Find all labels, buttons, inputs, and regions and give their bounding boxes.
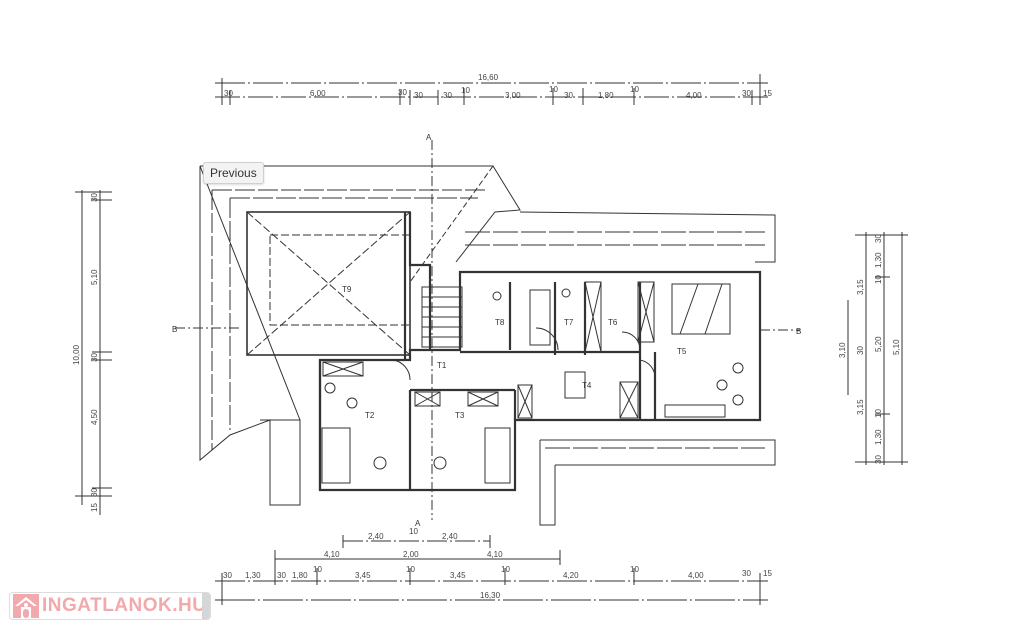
dim-label: 30 <box>742 89 751 98</box>
dim-label: 2,00 <box>403 550 419 559</box>
house-icon <box>13 594 39 618</box>
room-label-t8: T8 <box>495 318 505 327</box>
dim-total-right: 5,10 <box>892 339 901 355</box>
dim-label: 5,10 <box>90 269 99 285</box>
right-dimension-lines <box>847 232 908 465</box>
ingatlanok-logo-watermark: INGATLANOK.HU <box>9 592 211 620</box>
dim-label: 3,15 <box>856 279 865 295</box>
room-label-t6: T6 <box>608 318 618 327</box>
bottom-dimension-lines <box>215 535 768 605</box>
top-dimension-lines <box>215 74 768 105</box>
dim-label: 4,20 <box>563 571 579 580</box>
dim-label: 30 <box>443 91 452 100</box>
dim-label: 3,10 <box>838 342 847 358</box>
dim-label: 30 <box>224 89 233 98</box>
section-lines <box>175 140 800 520</box>
section-mark-a-top: A <box>426 133 432 142</box>
dim-label: 1,30 <box>874 252 883 268</box>
room-t9-outline <box>246 211 411 356</box>
dim-label: 30 <box>90 353 99 362</box>
dim-label: 30 <box>277 571 286 580</box>
furniture <box>321 283 744 484</box>
dim-label: 1,80 <box>598 91 614 100</box>
dim-label: 15 <box>763 89 772 98</box>
dim-label: 10 <box>409 527 418 536</box>
dim-total-left: 10,00 <box>72 344 81 365</box>
dim-label: 3,00 <box>505 91 521 100</box>
dim-label: 5,20 <box>874 336 883 352</box>
dim-label: 30 <box>856 346 865 355</box>
room-label-t9: T9 <box>342 285 352 294</box>
room-label-t3: T3 <box>455 411 465 420</box>
dim-label: 3,45 <box>355 571 371 580</box>
dim-label: 3,15 <box>856 399 865 415</box>
dim-label: 4,00 <box>688 571 704 580</box>
dim-label: 10 <box>406 565 415 574</box>
stairs <box>421 286 463 348</box>
dim-label: 30 <box>90 193 99 202</box>
dim-total-top: 16,60 <box>478 73 499 82</box>
room-label-t1: T1 <box>437 361 447 370</box>
left-dimension-labels: 10,00 30 5,10 30 4,50 30 15 <box>72 193 99 512</box>
section-mark-b-left: B <box>172 325 177 334</box>
dim-label: 10 <box>874 275 883 284</box>
dim-label: 10 <box>461 86 470 95</box>
dim-label: 10 <box>630 565 639 574</box>
dim-label: 1,30 <box>874 429 883 445</box>
dim-label: 4,00 <box>686 91 702 100</box>
dim-label: 3,45 <box>450 571 466 580</box>
dim-label: 30 <box>414 91 423 100</box>
dim-label: 2,40 <box>442 532 458 541</box>
dim-label: 1,30 <box>245 571 261 580</box>
room-label-t7: T7 <box>564 318 574 327</box>
dim-label: 10 <box>313 565 322 574</box>
dim-label: 4,10 <box>487 550 503 559</box>
logo-edge <box>202 593 210 619</box>
previous-tooltip[interactable]: Previous <box>203 162 264 184</box>
dim-label: 1,80 <box>292 571 308 580</box>
room-label-t4: T4 <box>582 381 592 390</box>
dim-label: 30 <box>398 88 407 97</box>
section-mark-a-bottom: A <box>415 519 421 528</box>
dim-label: 4,50 <box>90 409 99 425</box>
bottom-dimension-labels: 2,40 10 2,40 4,10 2,00 4,10 30 1,30 30 1… <box>223 527 772 600</box>
logo-text: INGATLANOK.HU <box>42 595 207 616</box>
dim-label: 10 <box>549 85 558 94</box>
dim-label: 30 <box>223 571 232 580</box>
room-labels: T9 T1 T2 T3 T4 T5 T6 T7 T8 <box>342 285 687 420</box>
dim-label: 30 <box>90 488 99 497</box>
section-marks: A A B B <box>172 133 801 528</box>
roof-outline <box>199 165 776 526</box>
dim-label: 10 <box>501 565 510 574</box>
dim-label: 30 <box>874 455 883 464</box>
dim-label: 10 <box>874 409 883 418</box>
dim-label: 4,10 <box>324 550 340 559</box>
dim-label: 6,00 <box>310 89 326 98</box>
room-label-t2: T2 <box>365 411 375 420</box>
left-dimension-lines <box>75 190 112 515</box>
top-dimension-labels: 16,60 30 6,00 30 30 30 10 3,00 10 30 1,8… <box>224 73 772 100</box>
dim-label: 2,40 <box>368 532 384 541</box>
dim-label: 30 <box>742 569 751 578</box>
wardrobes <box>322 281 655 419</box>
dim-total-bottom: 16,30 <box>480 591 501 600</box>
dim-label: 30 <box>564 91 573 100</box>
dim-label: 30 <box>874 234 883 243</box>
right-dimension-labels: 3,10 3,15 30 3,15 30 1,30 10 5,20 10 1,3… <box>838 234 901 464</box>
section-mark-b-right: B <box>796 327 801 336</box>
room-label-t5: T5 <box>677 347 687 356</box>
dim-label: 15 <box>763 569 772 578</box>
dim-label: 10 <box>630 85 639 94</box>
dim-label: 15 <box>90 503 99 512</box>
